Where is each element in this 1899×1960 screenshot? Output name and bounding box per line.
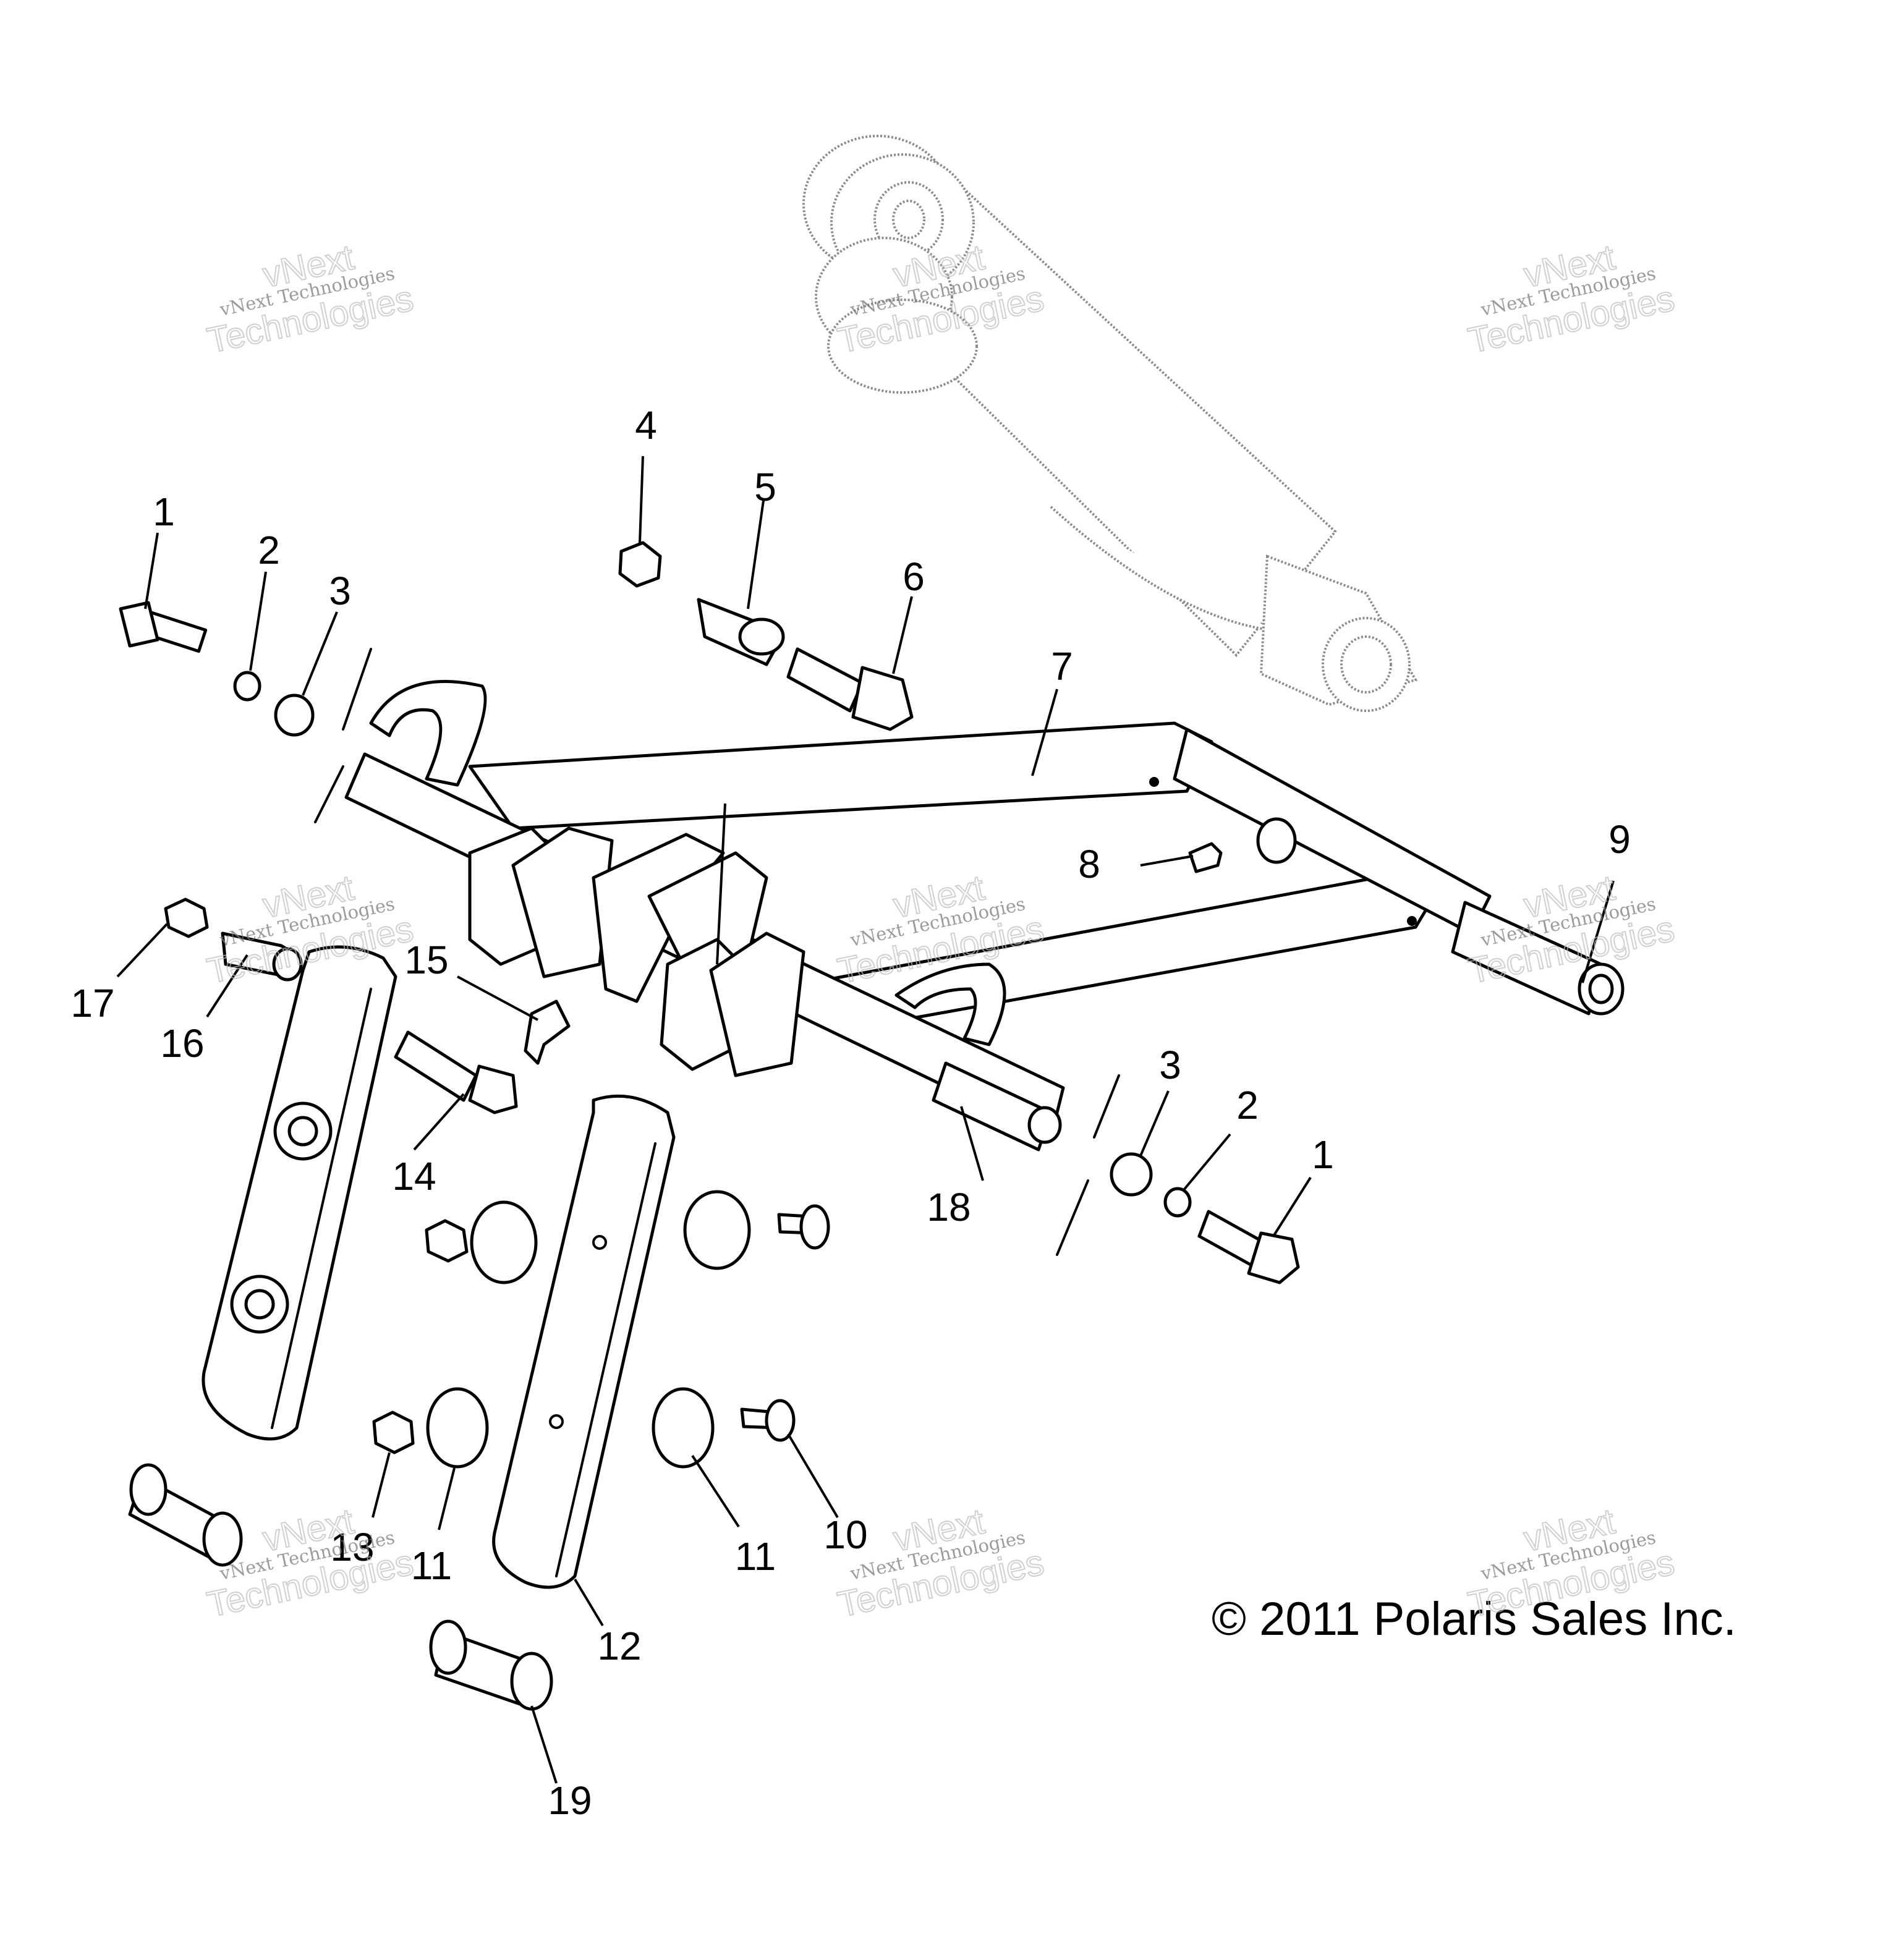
- flat-washer-right: [1110, 1152, 1153, 1197]
- callout-2-left: 2: [258, 528, 280, 572]
- leader-lines: [116, 456, 1615, 1784]
- link-left: [202, 945, 397, 1441]
- washer-upper-left: [470, 1200, 538, 1284]
- grease-fitting-8: [1188, 842, 1223, 873]
- suspension-arm: [344, 680, 1625, 1152]
- callout-12: 12: [597, 1624, 641, 1668]
- shock-absorber: [802, 135, 1418, 712]
- pin-10: [740, 1399, 796, 1442]
- callout-14: 14: [392, 1154, 436, 1198]
- callout-17: 17: [70, 981, 114, 1025]
- callout-3-left: 3: [329, 569, 351, 613]
- bolt-left: [119, 601, 208, 653]
- copyright-notice: © 2011 Polaris Sales Inc.: [1212, 1593, 1736, 1645]
- callout-labels: 1 2 3 4 5 6 7 8 9 3 2 1 17 16 15 14 18 1…: [70, 403, 1630, 1823]
- flat-washer-left: [274, 694, 315, 737]
- break-lines-right: [1056, 1074, 1120, 1256]
- nut-top: [618, 541, 662, 588]
- callout-2-right: 2: [1236, 1083, 1259, 1127]
- washer-11-left: [426, 1387, 489, 1469]
- pin-upper: [777, 1204, 830, 1250]
- nut-17: [164, 897, 209, 938]
- callout-5: 5: [754, 465, 776, 509]
- lock-washer-left: [233, 671, 261, 702]
- washer-upper-right: [683, 1190, 751, 1270]
- callout-1-left: 1: [153, 490, 175, 534]
- callout-6: 6: [903, 554, 925, 599]
- callout-16: 16: [160, 1021, 204, 1066]
- nut-upper: [425, 1219, 469, 1263]
- callout-4: 4: [635, 403, 657, 448]
- break-lines-left: [314, 648, 372, 823]
- lock-washer-right: [1163, 1187, 1192, 1218]
- washer-11-right: [652, 1387, 715, 1469]
- bolt-right: [1197, 1210, 1300, 1284]
- callout-13: 13: [330, 1525, 374, 1569]
- callout-18: 18: [927, 1185, 971, 1229]
- grease-fitting-15: [524, 999, 571, 1065]
- nut-13: [372, 1411, 415, 1454]
- callout-19: 19: [548, 1778, 592, 1823]
- bolt-14: [394, 1030, 518, 1114]
- callout-3-right: 3: [1159, 1043, 1181, 1087]
- callout-9: 9: [1608, 817, 1631, 862]
- callout-10: 10: [823, 1512, 867, 1557]
- callout-7: 7: [1051, 644, 1073, 689]
- link-right: [492, 1094, 676, 1589]
- callout-11-right: 11: [735, 1534, 776, 1579]
- callout-11-left: 11: [411, 1543, 452, 1588]
- bushing-left: [128, 1463, 243, 1567]
- callout-15: 15: [404, 938, 448, 982]
- callout-1-right: 1: [1312, 1132, 1334, 1177]
- bushing-19: [429, 1619, 553, 1711]
- sleeve-top: [697, 598, 785, 666]
- bolt-top: [786, 647, 914, 731]
- callout-8: 8: [1078, 842, 1100, 886]
